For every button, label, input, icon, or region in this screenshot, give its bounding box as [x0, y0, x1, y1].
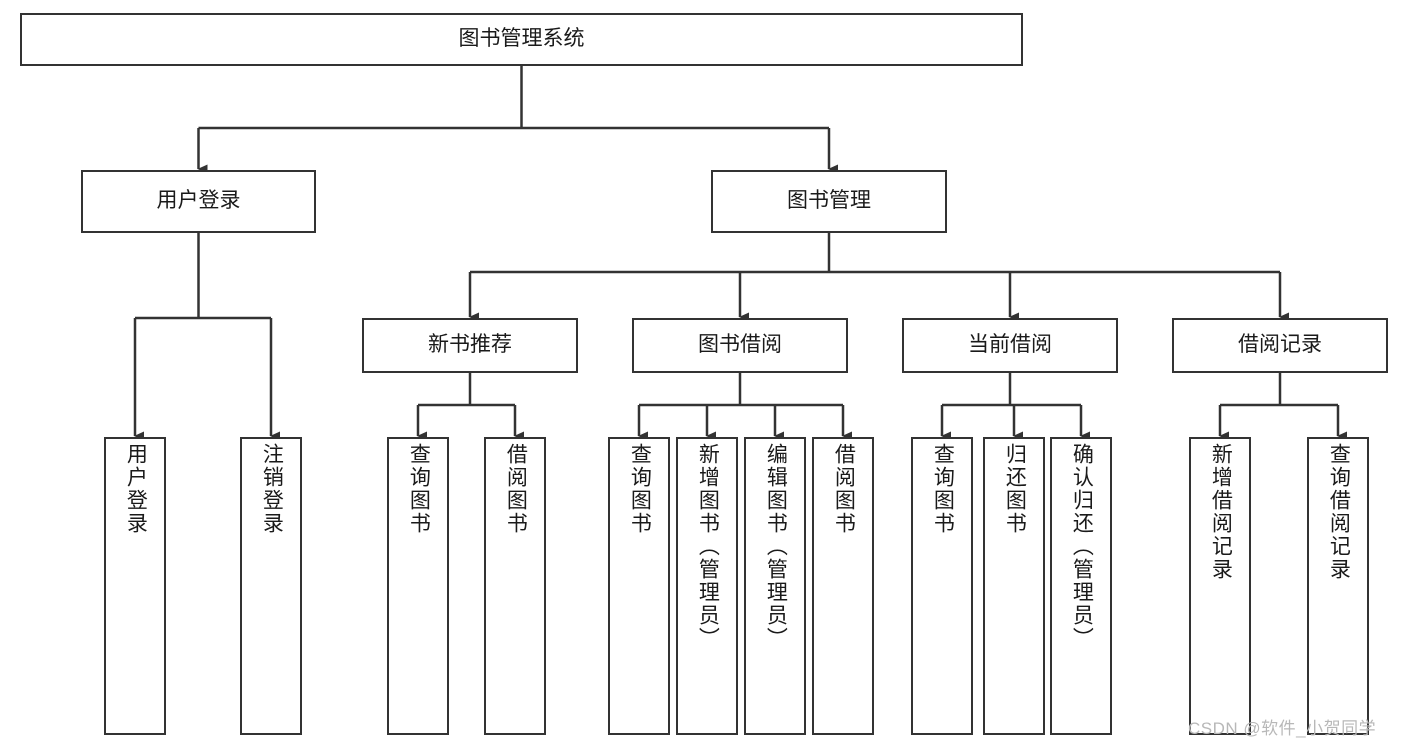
- node-leaf-query-book-2[interactable]: 查询图书: [608, 437, 670, 735]
- node-borrow-record-label: 借阅记录: [1238, 333, 1322, 357]
- node-leaf-user-login[interactable]: 用户登录: [104, 437, 166, 735]
- node-leaf-query-book-3-label: 查询图书: [931, 443, 955, 535]
- node-leaf-query-record-label: 查询借阅记录: [1327, 443, 1351, 581]
- node-new-book-rec-label: 新书推荐: [428, 333, 512, 357]
- node-book-manage-label: 图书管理: [787, 189, 871, 213]
- node-leaf-query-book-2-label: 查询图书: [628, 443, 652, 535]
- node-leaf-borrow-book-1[interactable]: 借阅图书: [484, 437, 546, 735]
- node-leaf-add-record-label: 新增借阅记录: [1209, 443, 1233, 581]
- node-current-borrow[interactable]: 当前借阅: [902, 318, 1118, 373]
- node-new-book-rec[interactable]: 新书推荐: [362, 318, 578, 373]
- node-root-label: 图书管理系统: [458, 27, 585, 51]
- node-book-manage[interactable]: 图书管理: [711, 170, 947, 233]
- node-leaf-borrow-book-2-label: 借阅图书: [832, 443, 856, 535]
- node-current-borrow-label: 当前借阅: [968, 333, 1052, 357]
- node-leaf-return-book[interactable]: 归还图书: [983, 437, 1045, 735]
- node-leaf-add-book-label: 新增图书（管理员）: [696, 443, 720, 650]
- node-leaf-query-book-1[interactable]: 查询图书: [387, 437, 449, 735]
- node-user-login[interactable]: 用户登录: [81, 170, 316, 233]
- node-leaf-confirm-return[interactable]: 确认归还（管理员）: [1050, 437, 1112, 735]
- node-leaf-user-logout[interactable]: 注销登录: [240, 437, 302, 735]
- node-leaf-edit-book[interactable]: 编辑图书（管理员）: [744, 437, 806, 735]
- node-leaf-return-book-label: 归还图书: [1003, 443, 1027, 535]
- node-leaf-borrow-book-2[interactable]: 借阅图书: [812, 437, 874, 735]
- node-book-borrow[interactable]: 图书借阅: [632, 318, 848, 373]
- node-book-borrow-label: 图书借阅: [698, 333, 782, 357]
- node-leaf-query-record[interactable]: 查询借阅记录: [1307, 437, 1369, 735]
- node-leaf-borrow-book-1-label: 借阅图书: [504, 443, 528, 535]
- watermark-text: CSDN @软件_小贺同学: [1188, 719, 1377, 738]
- node-leaf-query-book-1-label: 查询图书: [407, 443, 431, 535]
- node-user-login-label: 用户登录: [156, 189, 241, 213]
- node-leaf-add-record[interactable]: 新增借阅记录: [1189, 437, 1251, 735]
- node-leaf-user-login-label: 用户登录: [124, 443, 148, 535]
- node-borrow-record[interactable]: 借阅记录: [1172, 318, 1388, 373]
- node-leaf-add-book[interactable]: 新增图书（管理员）: [676, 437, 738, 735]
- node-root[interactable]: 图书管理系统: [20, 13, 1023, 66]
- node-leaf-confirm-return-label: 确认归还（管理员）: [1070, 443, 1094, 650]
- node-leaf-query-book-3[interactable]: 查询图书: [911, 437, 973, 735]
- node-leaf-user-logout-label: 注销登录: [260, 443, 284, 535]
- node-leaf-edit-book-label: 编辑图书（管理员）: [764, 443, 788, 650]
